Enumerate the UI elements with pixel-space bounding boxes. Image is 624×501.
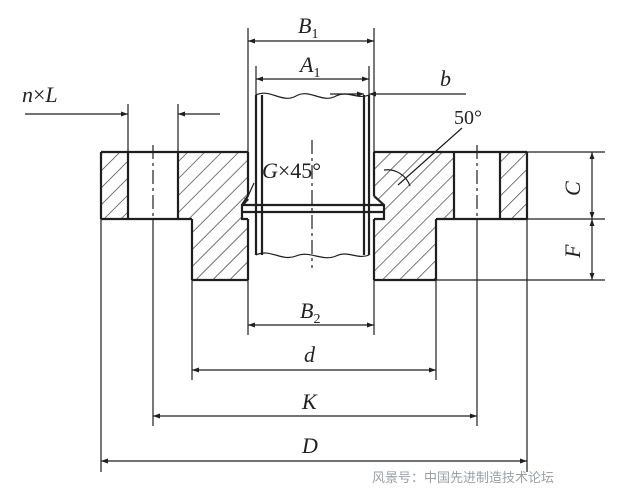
label-nxL: n×L — [22, 82, 58, 107]
label-d: d — [304, 342, 316, 367]
flange-outline — [99, 150, 529, 282]
centerlines — [152, 140, 478, 268]
label-B1: B1 — [298, 13, 318, 42]
label-angle-50: 50° — [454, 107, 482, 129]
watermark-text: 风景号：中国先进制造技术论坛 — [372, 470, 554, 485]
dimension-labels: B1 A1 b n×L 50° G×45° C F B2 d K D — [22, 13, 585, 458]
label-chamfer: G×45° — [262, 158, 321, 183]
label-D: D — [301, 433, 318, 458]
label-B2: B2 — [300, 298, 320, 327]
dimension-lines — [25, 38, 595, 464]
label-b: b — [440, 66, 451, 91]
pipe — [254, 92, 371, 259]
section-hatching — [101, 152, 527, 280]
label-C: C — [560, 181, 585, 196]
extension-lines — [100, 28, 605, 472]
label-K: K — [301, 389, 318, 414]
angle-leader — [397, 127, 463, 186]
label-F: F — [560, 244, 585, 259]
angle-arc — [383, 169, 411, 187]
label-A1: A1 — [298, 52, 320, 81]
chamfer-leader — [243, 182, 255, 206]
